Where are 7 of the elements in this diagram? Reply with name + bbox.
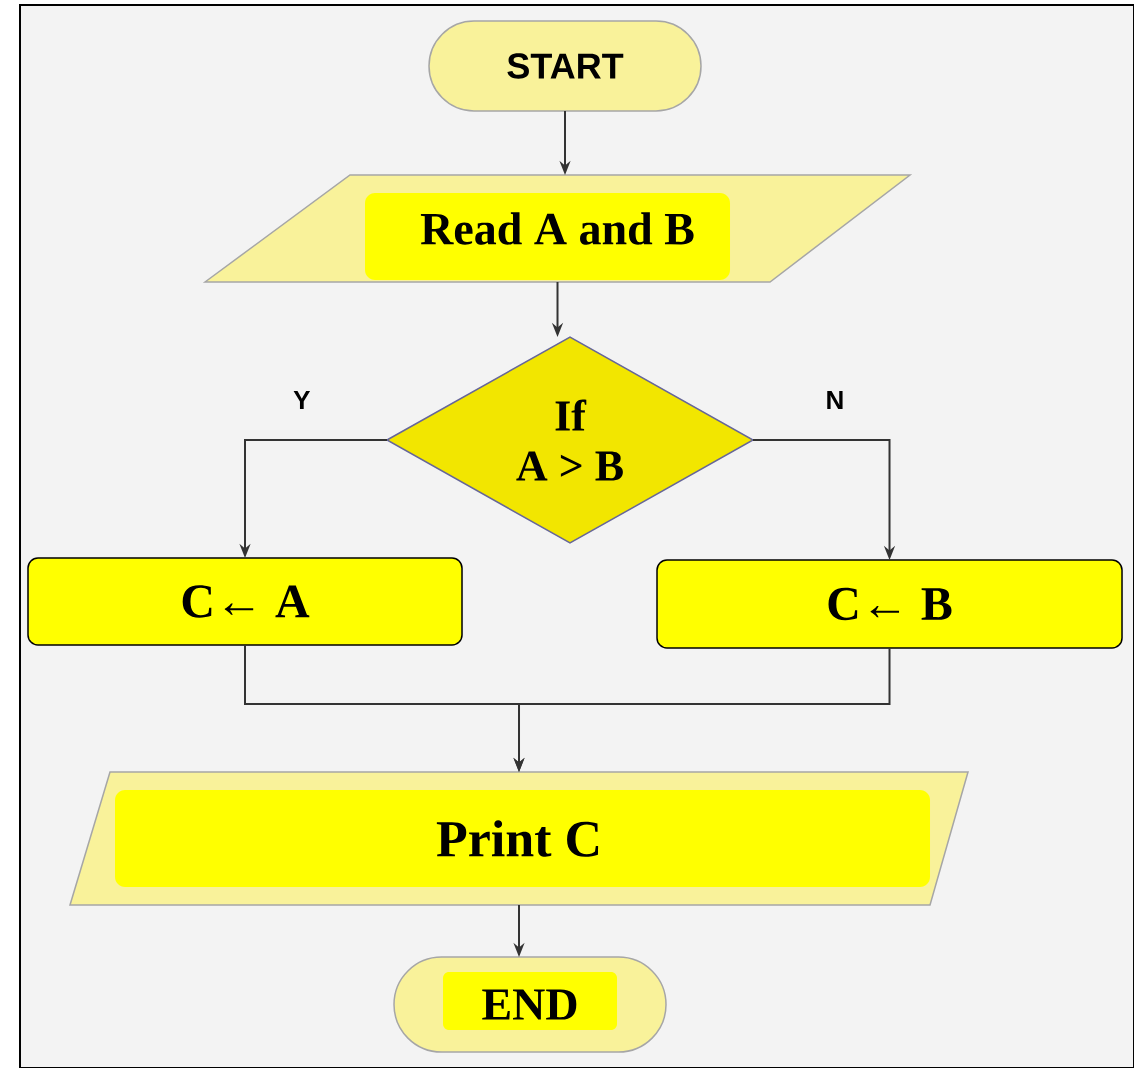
start-terminal: START: [428, 20, 702, 112]
process-box: C← A: [27, 557, 463, 646]
process-box: C← B: [656, 559, 1123, 649]
output-parallelogram: Print C: [69, 771, 969, 906]
edge-label: N: [823, 389, 847, 411]
end-terminal: END: [393, 956, 667, 1053]
edge-label: Y: [291, 389, 313, 411]
